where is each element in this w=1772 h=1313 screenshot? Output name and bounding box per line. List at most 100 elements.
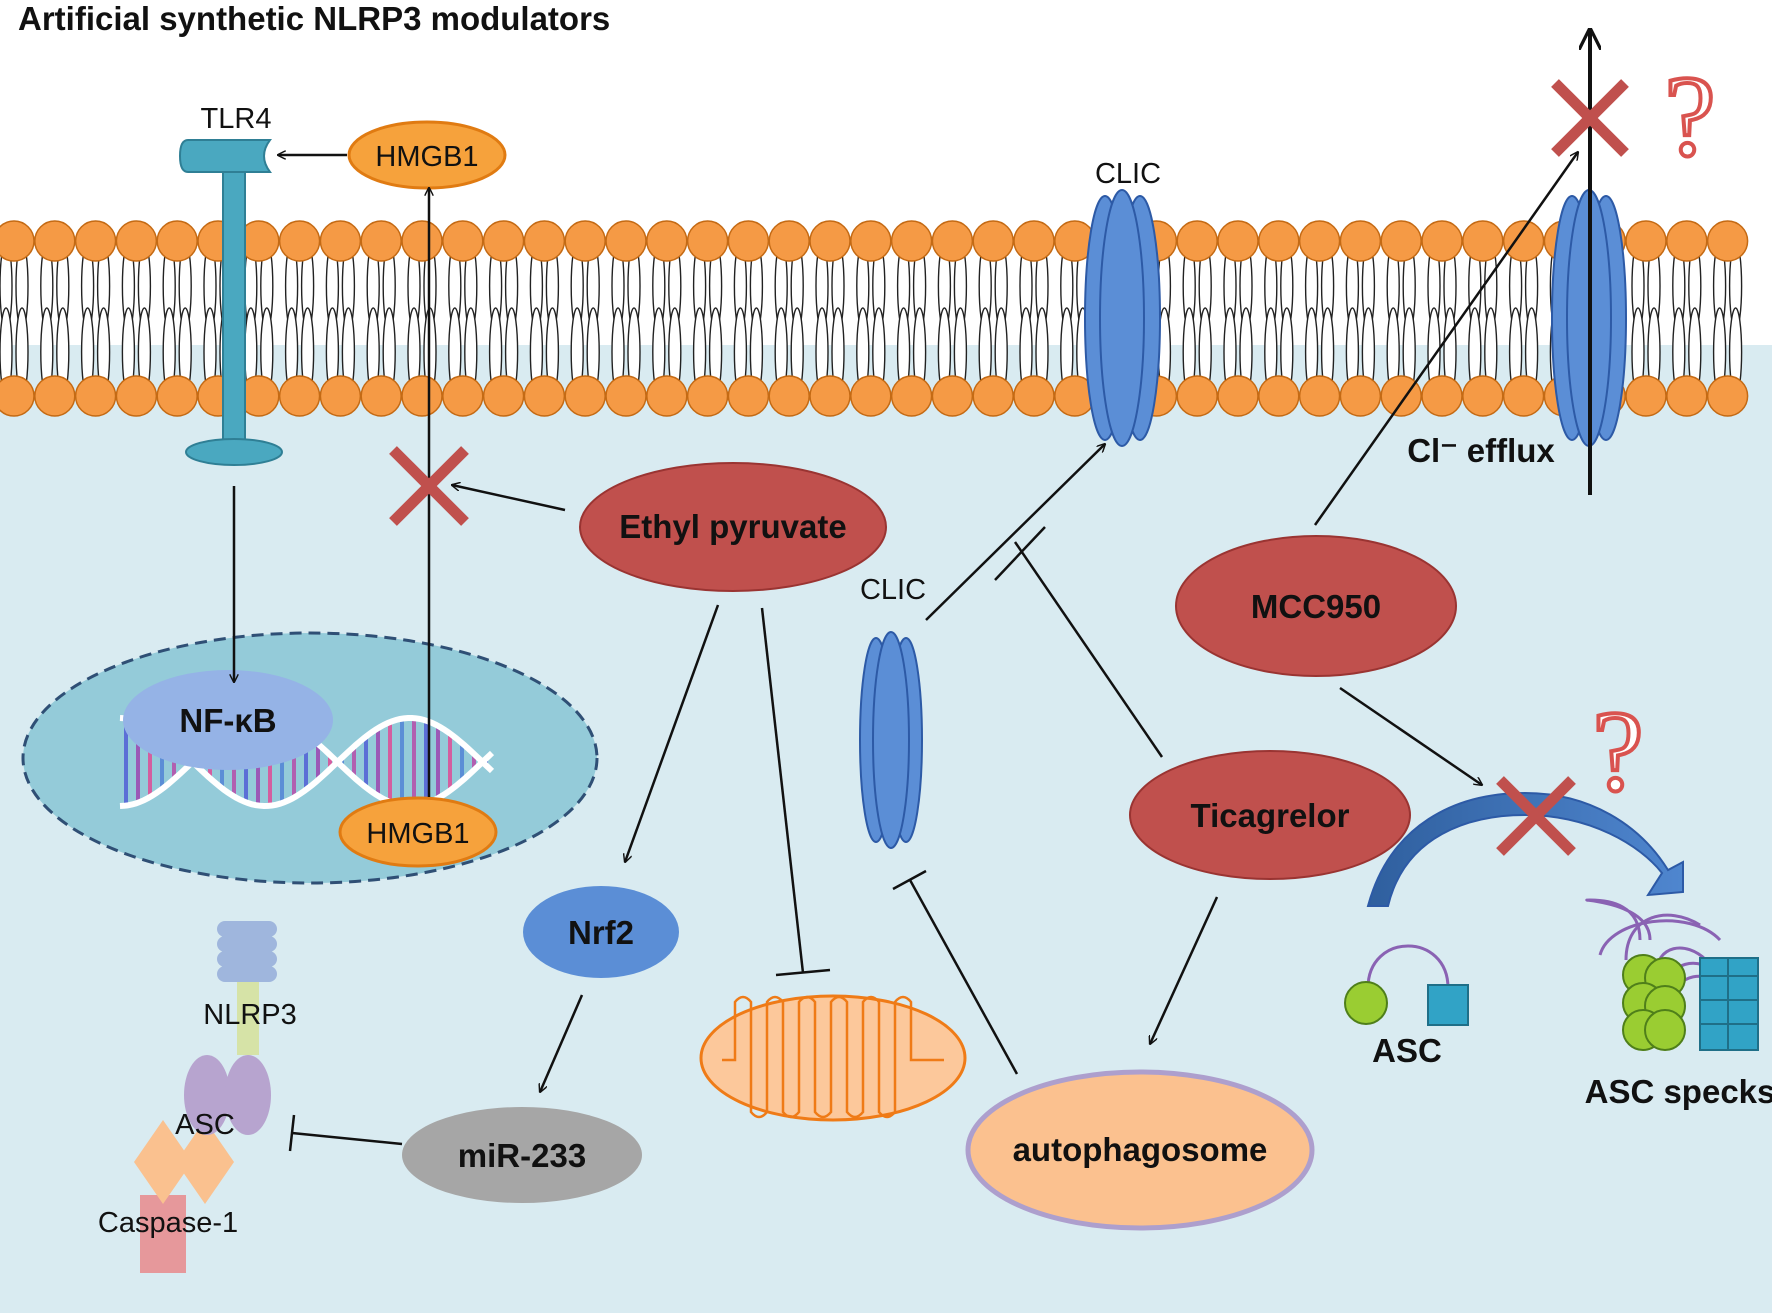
asc-specks-cluster — [1585, 898, 1759, 1051]
lipid-head — [972, 220, 1014, 262]
asc-question-mark: ? — [1592, 688, 1643, 815]
lipid-head — [34, 375, 76, 417]
nlrp3-inflammasome — [134, 921, 277, 1273]
ticagrelor-label: Ticagrelor — [1191, 797, 1350, 834]
nrf2-to-mir233-arrow — [540, 994, 584, 1092]
clic-channel-cytosol — [859, 631, 923, 849]
lipid-head — [319, 375, 362, 417]
autophagosome-inhibits-clic — [892, 869, 1019, 1075]
nucleus — [21, 631, 599, 885]
lipid-head — [319, 220, 362, 262]
asc-oligomerization-arrow — [1366, 791, 1684, 907]
lipid-head — [278, 375, 321, 417]
lipid-head — [809, 220, 851, 262]
lipid-head — [727, 375, 770, 417]
nlrp3-label: NLRP3 — [203, 999, 297, 1031]
mir233-label: miR-233 — [458, 1137, 586, 1174]
lipid-head — [1625, 375, 1667, 417]
autophagosome-node: autophagosome — [965, 1069, 1315, 1231]
lipid-head — [1258, 220, 1300, 262]
nrf2-label: Nrf2 — [568, 914, 634, 951]
mcc950-to-asc-oligomerization-arrow — [1339, 686, 1482, 785]
efflux-question-mark: ? — [1664, 53, 1715, 180]
chloride-efflux-blocked-x — [1551, 79, 1629, 157]
lipid-head — [523, 220, 566, 262]
ethyl-pyruvate-node: Ethyl pyruvate — [579, 462, 887, 592]
lipid-head — [1421, 220, 1463, 262]
mir233-inhibits-inflammasome — [288, 1114, 403, 1152]
lipid-head — [401, 220, 443, 262]
lipid-bilayer-membrane — [0, 220, 1749, 417]
nfkb-label: NF-κB — [179, 702, 276, 739]
ticagrelor-node: Ticagrelor — [1129, 750, 1411, 880]
lipid-head — [360, 375, 402, 417]
lipid-head — [156, 220, 198, 262]
lipid-head — [1176, 220, 1218, 262]
lipid-head — [646, 375, 688, 417]
lipid-head — [1666, 375, 1708, 417]
lipid-head — [890, 375, 933, 417]
lipid-head — [931, 375, 974, 417]
clic-translocation-arrow — [925, 444, 1105, 621]
lipid-head — [156, 375, 198, 417]
lipid-head — [278, 220, 321, 262]
lipid-head — [605, 375, 647, 417]
lipid-head — [768, 220, 810, 262]
clic-channel-membrane — [1084, 189, 1161, 447]
lipid-head — [686, 375, 729, 417]
asc-inflammasome-label: ASC — [175, 1109, 235, 1141]
tlr4-receptor — [178, 139, 283, 466]
asc-specks-label: ASC specks — [1585, 1073, 1772, 1110]
lipid-head — [115, 375, 158, 417]
lipid-head — [442, 220, 484, 262]
lipid-head — [1176, 375, 1218, 417]
mir233-node: miR-233 — [402, 1107, 642, 1203]
tlr4-label: TLR4 — [201, 103, 272, 135]
lipid-head — [890, 220, 933, 262]
hmgb1-extracellular: HMGB1 — [347, 120, 507, 190]
lipid-head — [1339, 375, 1382, 417]
hmgb1-nuclear: HMGB1 — [338, 796, 498, 868]
lipid-head — [115, 220, 158, 262]
lipid-head — [1380, 220, 1422, 262]
asc-monomer — [1344, 944, 1469, 1026]
asc-shape — [184, 1055, 230, 1135]
lipid-head — [1258, 375, 1300, 417]
ticagrelor-to-autophagosome-arrow — [1150, 896, 1219, 1044]
lipid-head — [1666, 220, 1708, 262]
hmgb1-release-blocked-x — [389, 446, 469, 526]
lipid-head — [1706, 375, 1749, 417]
lipid-head — [1706, 220, 1749, 262]
nlrp3-shape — [237, 965, 259, 1055]
ethyl-pyruvate-block-arrow — [452, 485, 566, 512]
hmgb1-extracellular-label: HMGB1 — [375, 141, 478, 173]
lipid-head — [34, 220, 76, 262]
ethyl-pyruvate-inhibits-mitochondrion — [760, 607, 831, 977]
lipid-head — [1013, 220, 1055, 262]
lipid-head — [564, 220, 606, 262]
mcc950-to-efflux-arrow — [1313, 152, 1578, 526]
lipid-head — [0, 220, 35, 262]
lipid-head — [482, 375, 525, 417]
hmgb1-nuclear-label: HMGB1 — [366, 818, 469, 850]
caspase1-label: Caspase-1 — [98, 1207, 238, 1239]
lipid-head — [523, 375, 566, 417]
autophagosome-label: autophagosome — [1013, 1131, 1268, 1168]
lipid-head — [360, 220, 402, 262]
mcc950-label: MCC950 — [1251, 588, 1381, 625]
lipid-head — [1462, 375, 1504, 417]
lipid-head — [646, 220, 688, 262]
asc-label: ASC — [1372, 1032, 1442, 1069]
lipid-head — [1380, 375, 1422, 417]
lipid-head — [74, 220, 117, 262]
clic-membrane-label: CLIC — [1095, 158, 1161, 190]
lipid-head — [768, 375, 810, 417]
lipid-head — [564, 375, 606, 417]
lipid-head — [972, 375, 1014, 417]
lipid-head — [1298, 375, 1341, 417]
lipid-head — [605, 220, 647, 262]
ticagrelor-inhibits-clic-translocation — [994, 526, 1164, 758]
lipid-head — [850, 220, 892, 262]
lipid-head — [74, 375, 117, 417]
ethyl-pyruvate-label: Ethyl pyruvate — [619, 508, 846, 545]
